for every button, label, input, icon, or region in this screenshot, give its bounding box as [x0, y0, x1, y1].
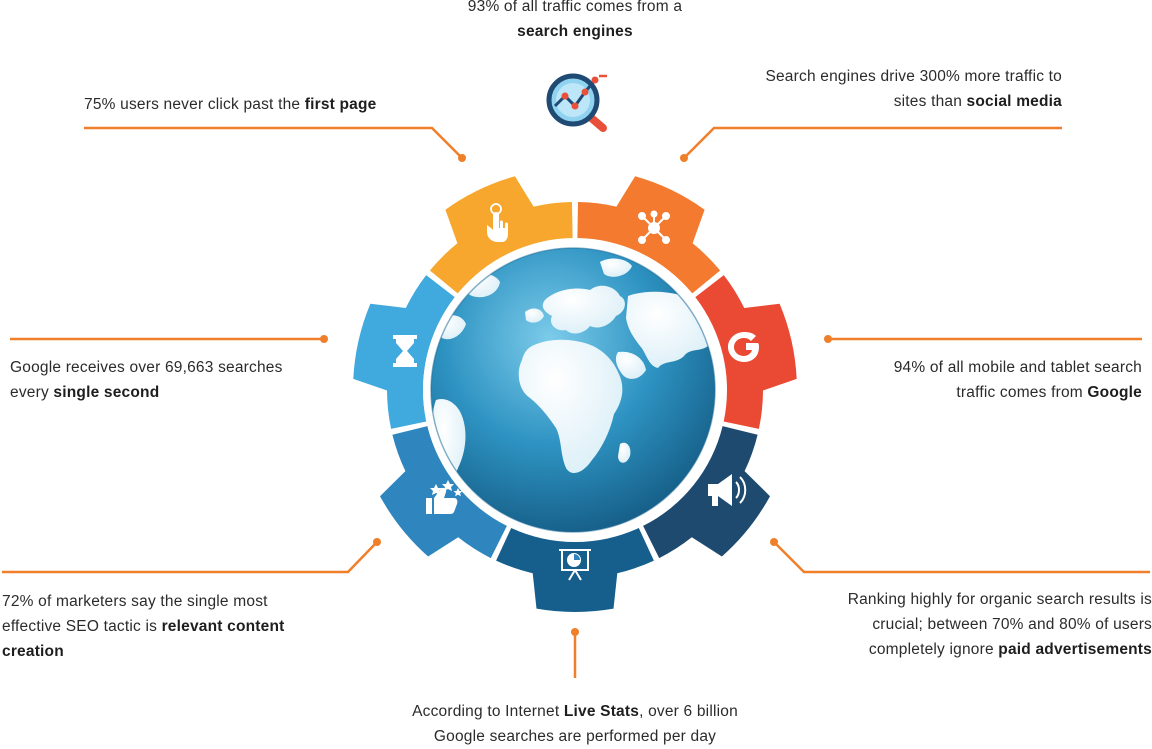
hourglass-icon	[393, 335, 417, 367]
stat-top-right: Search engines drive 300% more traffic t…	[765, 68, 1062, 110]
connector-dots	[320, 154, 832, 636]
globe-continents	[432, 258, 715, 500]
connector-top-right	[683, 126, 1062, 159]
connector-dot	[680, 154, 688, 162]
network-icon	[638, 210, 670, 244]
thumbs-up-stars-icon	[426, 480, 463, 514]
megaphone-icon	[708, 474, 747, 506]
globe	[423, 240, 723, 540]
connector-lines	[2, 126, 1150, 678]
seo-magnifier-icon	[546, 73, 607, 132]
connector-dot	[373, 538, 381, 546]
presentation-chart-icon	[559, 549, 591, 581]
touch-icon	[487, 203, 508, 242]
connector-bottom-right	[773, 541, 1150, 574]
connector-dot	[824, 335, 832, 343]
stat-bottom-right: Ranking highly for organic search result…	[847, 591, 1152, 658]
gear-segment-1	[577, 176, 721, 294]
connector-top-left	[84, 126, 463, 159]
google-g-icon	[728, 332, 759, 362]
stat-bottom: According to Internet Live Stats, over 6…	[412, 703, 738, 745]
gear-segment-3	[643, 426, 770, 559]
connector-dot	[770, 538, 778, 546]
stat-top-left: 75% users never click past the first pag…	[84, 96, 377, 113]
connector-dot	[571, 628, 579, 636]
connector-dot	[458, 154, 466, 162]
gear-segment-2	[695, 275, 797, 429]
connector-dot	[320, 335, 328, 343]
connector-bottom-left	[2, 541, 378, 574]
